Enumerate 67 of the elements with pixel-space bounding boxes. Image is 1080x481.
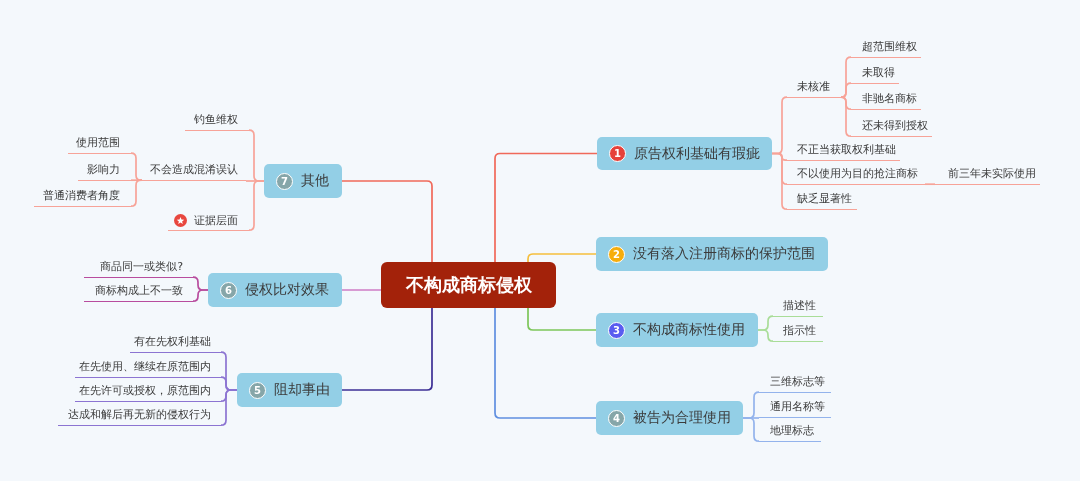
branch-line	[742, 417, 760, 443]
branch-line	[757, 329, 774, 343]
subtopic-label: 未取得	[851, 64, 899, 84]
branch-line	[924, 183, 936, 186]
topic-box	[596, 237, 828, 271]
subtopic-label: 普通消费者角度	[34, 187, 131, 207]
number-badge: 6	[220, 281, 237, 299]
central-topic: 不构成商标侵权	[381, 262, 556, 308]
subtopic-text: 证据层面	[194, 212, 238, 229]
subtopic-label: 缺乏显著性	[787, 190, 857, 210]
branch-line	[494, 152, 598, 263]
subtopic-label: 商标构成上不一致	[84, 282, 193, 302]
topic-text: 阻却事由	[274, 381, 330, 399]
subtopic-label: 三维标志等	[759, 373, 831, 393]
subtopic-label: 非驰名商标	[851, 90, 921, 110]
branch-line	[248, 180, 265, 232]
number-badge: 3	[608, 321, 625, 339]
branch-line	[341, 289, 382, 291]
subtopic-label: 地理标志	[759, 422, 821, 442]
branch-line	[494, 307, 597, 419]
branch-line	[130, 179, 143, 182]
number-badge: 2	[608, 245, 625, 263]
branch-line	[130, 179, 143, 208]
subtopic-label: 商品同一或类似?	[84, 258, 193, 278]
branch-line	[192, 289, 209, 303]
subtopic-label: 不正当获取权利基础	[787, 141, 900, 161]
subtopic-label: 钓鱼维权	[185, 111, 249, 131]
branch-line	[527, 307, 597, 331]
topic-text: 不构成商标性使用	[633, 321, 745, 339]
branch-line	[840, 82, 852, 99]
subtopic-label: 不以使用为目的抢注商标	[787, 165, 925, 185]
subtopic-label: 影响力	[78, 161, 131, 181]
subtopic-label: 达成和解后再无新的侵权行为	[58, 406, 221, 426]
subtopic-label: 未核准	[787, 78, 841, 98]
topic-box	[237, 373, 342, 407]
subtopic-label: 在先使用、继续在原范围内	[75, 358, 221, 378]
subtopic-label: 描述性	[773, 297, 823, 317]
number-badge: 4	[608, 409, 625, 427]
subtopic-label: 不会造成混淆误认	[142, 161, 246, 181]
topic-box	[264, 164, 342, 198]
topic-box	[597, 137, 772, 170]
subtopic-label: 超范围维权	[851, 38, 921, 58]
topic-text: 其他	[301, 172, 329, 190]
branch-line	[341, 307, 433, 391]
topic-box	[208, 273, 342, 307]
branch-line	[220, 389, 238, 427]
number-badge: 7	[276, 172, 293, 190]
subtopic-label	[168, 211, 249, 231]
subtopic-label: 有在先权利基础	[130, 333, 221, 353]
topic-box	[596, 313, 758, 347]
topic-text: 原告权利基础有瑕疵	[634, 144, 760, 163]
subtopic-label: 还未得到授权	[851, 117, 932, 137]
number-badge: 1	[609, 145, 626, 162]
topic-text: 没有落入注册商标的保护范围	[633, 245, 815, 263]
subtopic-label: 前三年未实际使用	[935, 165, 1040, 185]
topic-box	[596, 401, 743, 435]
branch-line	[527, 253, 597, 263]
subtopic-label: 通用名称等	[759, 398, 831, 418]
topic-text: 侵权比对效果	[245, 281, 329, 299]
topic-text: 被告为合理使用	[633, 409, 731, 427]
branch-line	[771, 152, 788, 211]
number-badge: 5	[249, 381, 266, 399]
subtopic-label: 使用范围	[68, 134, 131, 154]
branch-line	[341, 180, 433, 263]
branch-line	[840, 96, 852, 138]
subtopic-label: 在先许可或授权，原范围内	[75, 382, 221, 402]
subtopic-label: 指示性	[773, 322, 823, 342]
